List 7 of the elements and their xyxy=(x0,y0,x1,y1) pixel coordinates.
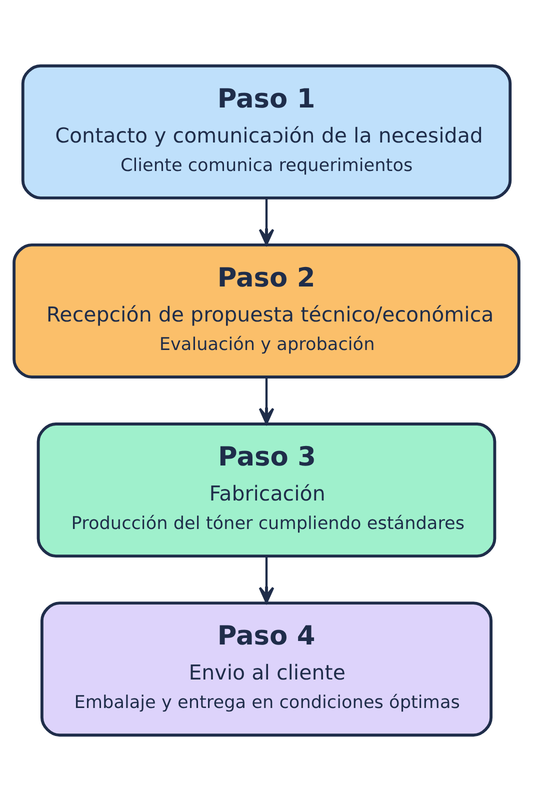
arrow xyxy=(258,376,274,424)
arrow xyxy=(258,556,274,604)
node-box: Paso 3 Fabricación Producción del tóner cumpliendo estándares xyxy=(36,422,496,558)
node-box: Paso 2 Recepción de propuesta técnico/económica Evaluación y aprobación xyxy=(12,242,520,378)
node-box: Paso 1 Contacto y comunicaɔión de la necesidad Cliente comunica requerimientos xyxy=(21,64,512,199)
arrow xyxy=(258,197,274,245)
node-box: Paso 4 Envio al cliente Embalaje y entrega en condiciones óptimas xyxy=(40,601,493,736)
